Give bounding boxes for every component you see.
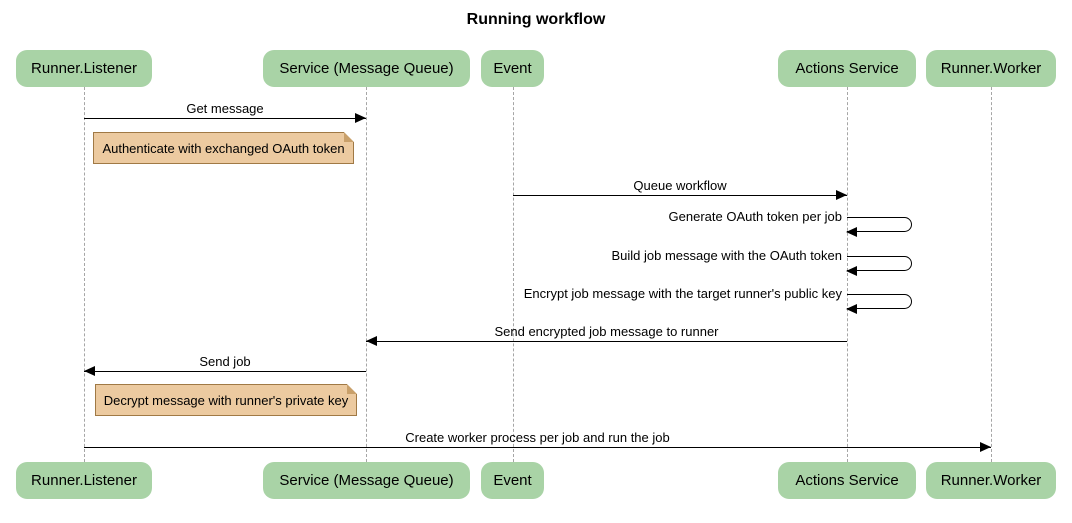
actor-top-event: Event [481, 50, 544, 87]
message-label-create-worker-process: Create worker process per job and run th… [405, 430, 670, 445]
note-authenticate: Authenticate with exchanged OAuth token [93, 132, 354, 164]
arrowhead-icon [980, 442, 991, 452]
arrowhead-icon [84, 366, 95, 376]
message-label-queue-workflow: Queue workflow [633, 178, 727, 193]
message-line-send-encrypted-job-message [366, 341, 847, 342]
self-loop-encrypt-job-message [847, 294, 912, 309]
actor-bottom-runner-listener: Runner.Listener [16, 462, 152, 499]
diagram-title: Running workflow [466, 11, 606, 28]
lifeline-runner-worker [991, 87, 992, 462]
actor-top-actions-service: Actions Service [778, 50, 916, 87]
arrowhead-icon [366, 336, 377, 346]
actor-bottom-event: Event [481, 462, 544, 499]
lifeline-service-message-queue [366, 87, 367, 462]
arrowhead-icon [846, 266, 857, 276]
actor-top-runner-worker: Runner.Worker [926, 50, 1056, 87]
actor-bottom-actions-service: Actions Service [778, 462, 916, 499]
message-label-get-message: Get message [186, 101, 264, 116]
actor-bottom-service-message-queue: Service (Message Queue) [263, 462, 470, 499]
message-line-queue-workflow [513, 195, 847, 196]
arrowhead-icon [355, 113, 366, 123]
message-label-generate-oauth-token: Generate OAuth token per job [668, 209, 842, 224]
lifeline-event [513, 87, 514, 462]
actor-bottom-runner-worker: Runner.Worker [926, 462, 1056, 499]
arrowhead-icon [846, 227, 857, 237]
message-label-encrypt-job-message: Encrypt job message with the target runn… [523, 286, 842, 301]
message-label-send-job: Send job [199, 354, 251, 369]
arrowhead-icon [846, 304, 857, 314]
self-loop-generate-oauth-token [847, 217, 912, 232]
message-label-build-job-message: Build job message with the OAuth token [611, 248, 842, 263]
message-line-create-worker-process [84, 447, 991, 448]
actor-top-service-message-queue: Service (Message Queue) [263, 50, 470, 87]
self-loop-build-job-message [847, 256, 912, 271]
arrowhead-icon [836, 190, 847, 200]
lifeline-runner-listener [84, 87, 85, 462]
message-label-send-encrypted-job-message: Send encrypted job message to runner [494, 324, 719, 339]
note-decrypt: Decrypt message with runner's private ke… [95, 384, 357, 416]
actor-top-runner-listener: Runner.Listener [16, 50, 152, 87]
message-line-send-job [84, 371, 366, 372]
message-line-get-message [84, 118, 366, 119]
